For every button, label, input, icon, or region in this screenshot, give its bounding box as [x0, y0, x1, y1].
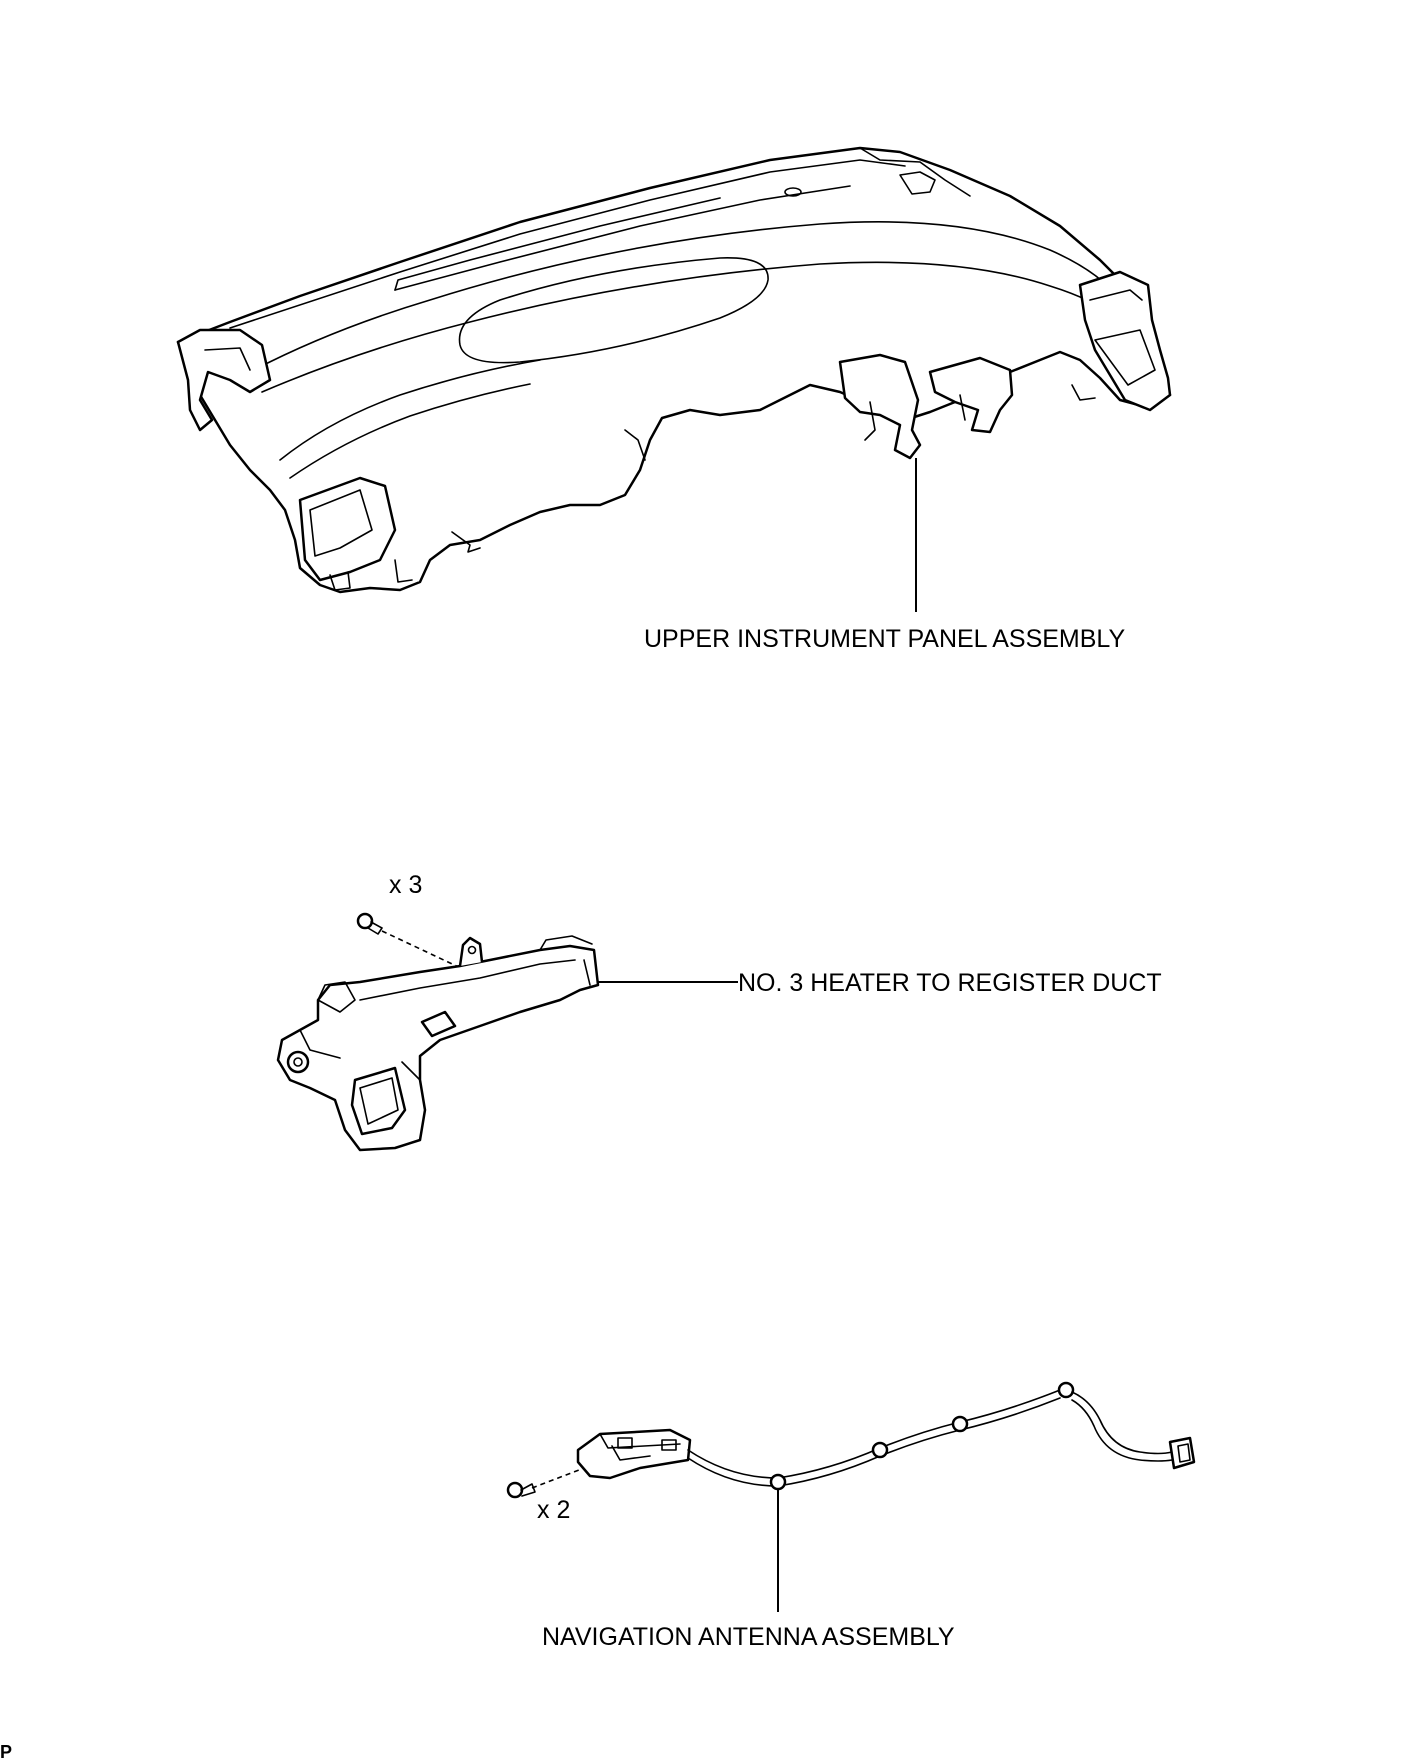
heater-duct-label: NO. 3 HEATER TO REGISTER DUCT — [738, 969, 1162, 997]
fastener-screw-icon — [506, 1481, 536, 1499]
duct-fastener-quantity: x 3 — [389, 871, 422, 899]
upper-instrument-panel-drawing — [176, 146, 1172, 594]
duct-fastener-dashed-line — [381, 930, 466, 971]
navigation-antenna-drawing — [576, 1381, 1196, 1491]
upper-panel-label: UPPER INSTRUMENT PANEL ASSEMBLY — [644, 625, 1125, 653]
heater-duct-drawing — [276, 935, 600, 1152]
fastener-screw-icon — [356, 912, 383, 935]
figure-code: P — [0, 1742, 12, 1760]
nav-antenna-label: NAVIGATION ANTENNA ASSEMBLY — [542, 1623, 955, 1651]
antenna-fastener-dashed-line — [531, 1464, 593, 1489]
antenna-fastener-quantity: x 2 — [537, 1496, 570, 1524]
